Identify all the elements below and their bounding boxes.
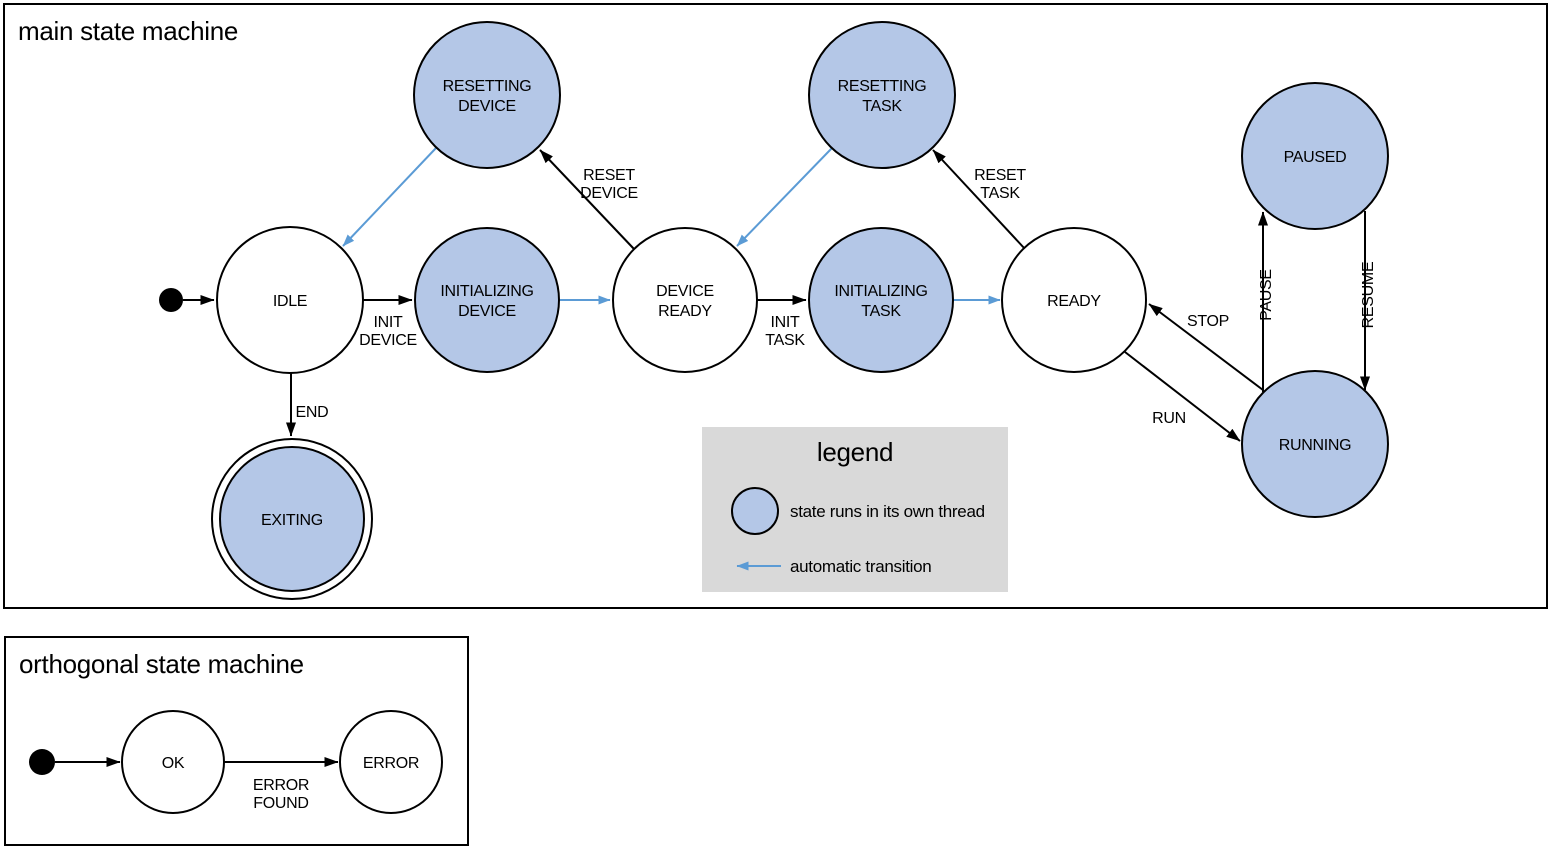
transition-resume: RESUME: [1360, 211, 1377, 391]
state-circle: [1241, 82, 1389, 230]
state-label: OK: [162, 755, 185, 772]
legend: legend state runs in its own thread automa…: [702, 427, 1008, 592]
transition-stop: STOP: [1148, 303, 1264, 391]
orthogonal-state-machine-title: orthogonal state machine: [19, 649, 304, 679]
state-label: RUNNING: [1279, 437, 1352, 454]
threaded-state-icon: [731, 487, 779, 535]
state-circle: [219, 446, 365, 592]
transition-arrow: [1124, 351, 1241, 442]
transition-label-stop: STOP: [1187, 313, 1229, 330]
transition-pause: PAUSE: [1258, 211, 1275, 392]
legend-item-threaded-state: state runs in its own thread: [731, 487, 985, 535]
state-paused: PAUSED: [1241, 82, 1389, 230]
transition-end: END: [286, 373, 329, 437]
legend-item-label: state runs in its own thread: [790, 502, 985, 521]
transition-label-pause: PAUSE: [1258, 269, 1275, 321]
legend-item-label: automatic transition: [790, 557, 931, 576]
transition-arrow: [539, 149, 635, 250]
state-circle: [1001, 227, 1147, 373]
orthogonal-initial-state-dot: [29, 749, 55, 775]
state-label: EXITING: [261, 512, 323, 529]
state-circle: [1241, 370, 1389, 518]
state-label: IDLE: [273, 293, 307, 310]
legend-item-auto-transition: automatic transition: [736, 557, 932, 576]
transition-label-run: RUN: [1152, 410, 1186, 427]
state-ready: READY: [1001, 227, 1147, 373]
legend-title: legend: [817, 437, 893, 467]
transition-label-resume: RESUME: [1360, 262, 1377, 329]
transition-auto-resetdev-to-idle: [342, 147, 437, 247]
state-label: READY: [1047, 293, 1101, 310]
state-circle: [612, 227, 758, 373]
transition-arrow: [932, 149, 1026, 250]
state-circle: [808, 21, 956, 169]
main-state-machine-title: main state machine: [18, 16, 238, 46]
state-running: RUNNING: [1241, 370, 1389, 518]
state-ok: OK: [121, 710, 225, 814]
state-circle: [414, 227, 560, 373]
automatic-transition-arrow: [342, 147, 437, 247]
transition-auto-resettask-to-deviceready: [736, 147, 833, 247]
state-label: PAUSED: [1284, 149, 1347, 166]
state-circle: [339, 710, 443, 814]
transition-arrow: [1148, 303, 1264, 391]
state-label: ERROR: [363, 755, 419, 772]
state-circle: [121, 710, 225, 814]
transition-run: RUN: [1124, 351, 1241, 442]
transition-label-end: END: [296, 404, 329, 421]
state-idle: IDLE: [216, 226, 364, 374]
automatic-transition-arrow: [736, 147, 833, 247]
state-exiting: EXITING: [211, 438, 373, 600]
main-initial-state-dot: [159, 288, 183, 312]
state-circle: [808, 227, 954, 373]
state-circle: [413, 21, 561, 169]
state-error: ERROR: [339, 710, 443, 814]
state-circle: [216, 226, 364, 374]
